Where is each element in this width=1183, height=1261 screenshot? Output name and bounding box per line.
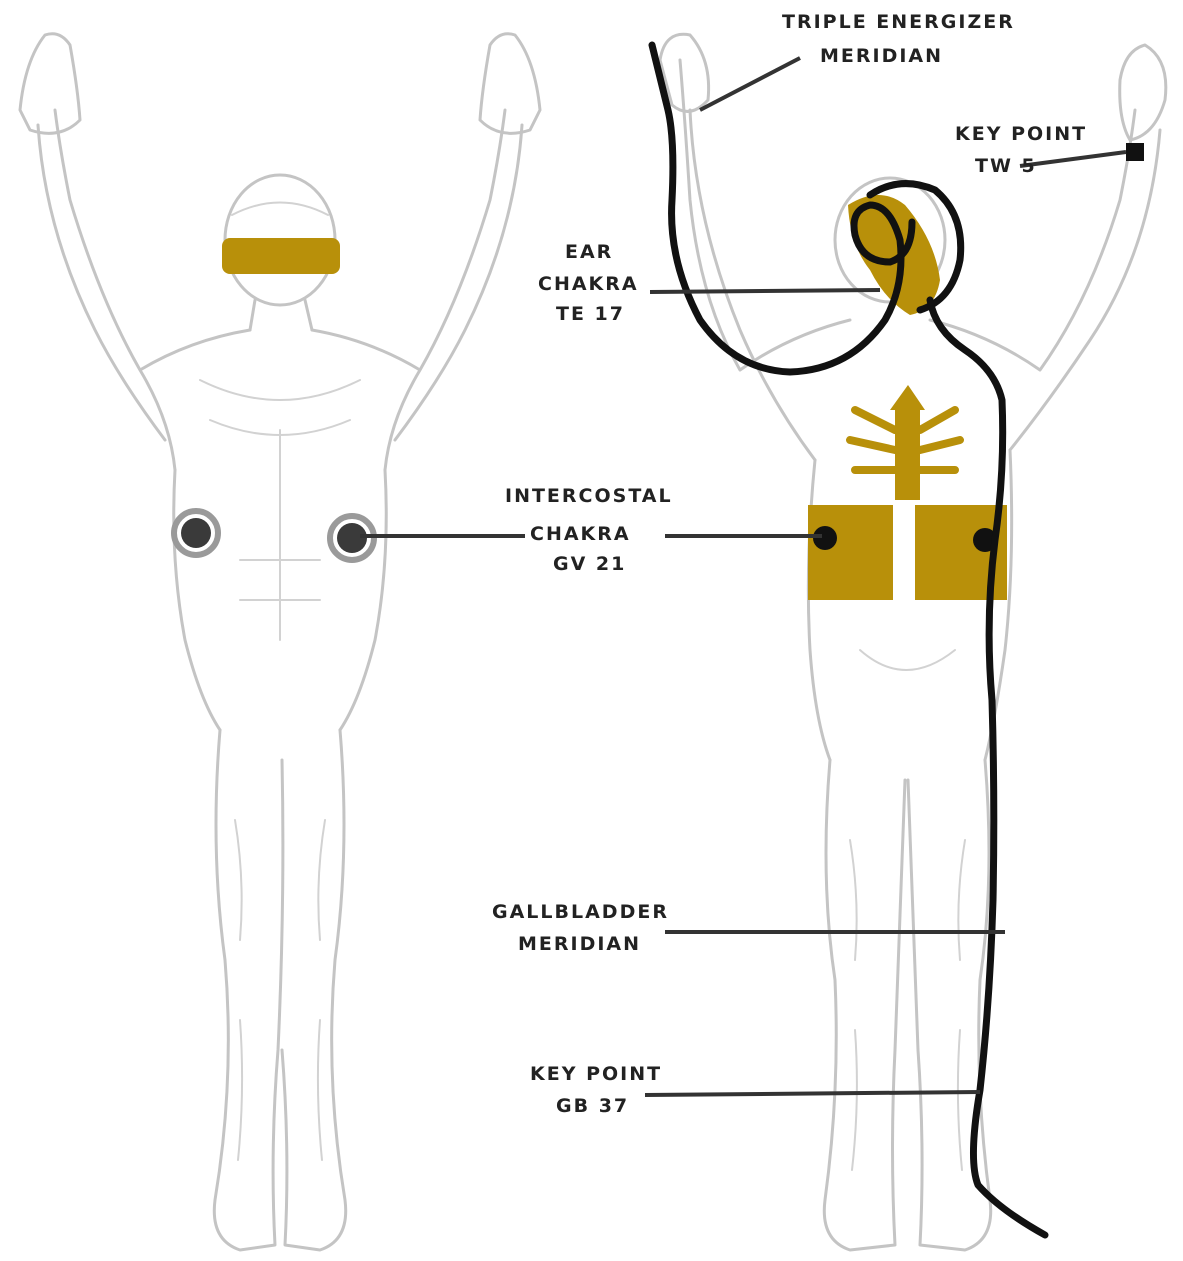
front-left-leg (282, 730, 346, 1250)
leader-key-point-gb (645, 1092, 980, 1095)
label-triple-energizer-2: MERIDIAN (820, 45, 943, 67)
label-key-point-gb-1: KEY POINT (530, 1063, 662, 1085)
front-figure (20, 34, 540, 1250)
back-figure (660, 34, 1166, 1250)
back-left-leg (824, 760, 905, 1250)
label-key-point-te-1: KEY POINT (955, 123, 1087, 145)
label-triple-energizer-1: TRIPLE ENERGIZER (782, 11, 1015, 33)
label-gallbladder-2: MERIDIAN (518, 933, 641, 955)
leader-triple-energizer (700, 58, 800, 110)
front-right-arm (55, 110, 250, 470)
label-key-point-te-2: TW 5 (975, 155, 1037, 177)
back-right-hand (1120, 45, 1166, 140)
label-intercostal-2: CHAKRA (530, 523, 631, 545)
label-ear-chakra-3: TE 17 (556, 303, 625, 325)
front-intercostal-point-right (181, 518, 211, 548)
label-intercostal-1: INTERCOSTAL (505, 485, 673, 507)
front-eye-band (222, 238, 340, 274)
front-left-hand (480, 34, 540, 134)
label-ear-chakra-1: EAR (565, 241, 613, 263)
label-gallbladder-1: GALLBLADDER (492, 901, 669, 923)
front-right-leg (214, 730, 283, 1250)
label-intercostal-3: GV 21 (553, 553, 626, 575)
leader-ear-chakra (650, 290, 880, 292)
back-intercostal-left-zone (808, 505, 893, 600)
label-ear-chakra-2: CHAKRA (538, 273, 639, 295)
front-left-arm (312, 110, 505, 470)
label-key-point-gb-2: GB 37 (556, 1095, 629, 1117)
front-right-hand (20, 34, 80, 134)
back-spine-highlight (890, 385, 925, 500)
key-point-te-marker (1126, 143, 1144, 161)
